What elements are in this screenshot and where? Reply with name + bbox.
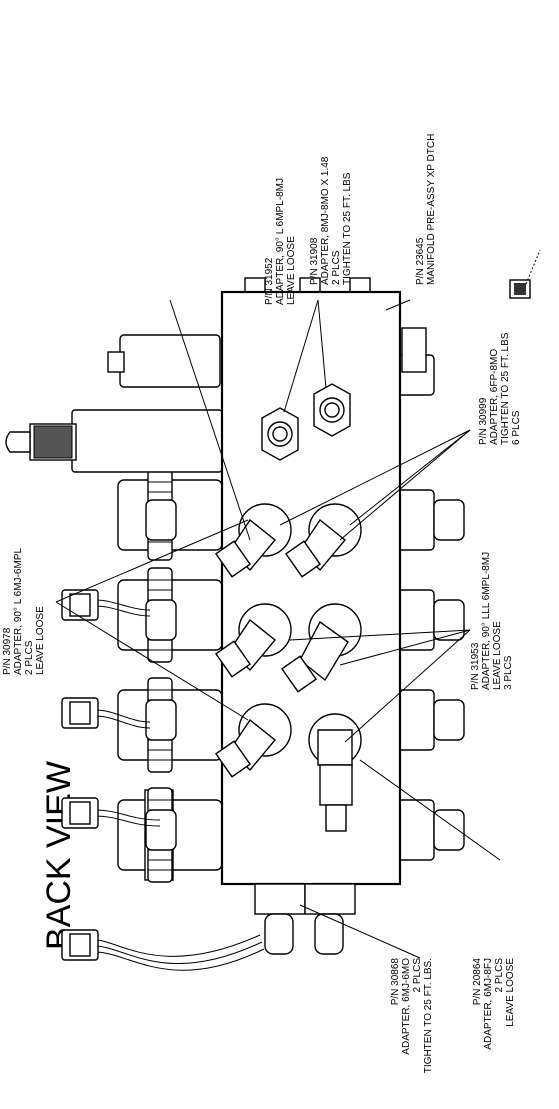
callout-20864: P/N 20864 ADAPTER, 6MJ-8FJ 2 PLCS LEAVE … — [472, 958, 516, 1050]
solenoid-coil-bottom-row — [397, 354, 435, 861]
callout-30999-line-3: TIGHTEN TO 25 FT. LBS — [500, 332, 511, 445]
coil-caps — [145, 499, 465, 851]
callout-31908-line-2: ADAPTER, 8MJ-8MO X 1.48 — [320, 156, 331, 285]
callout-31953: P/N 31953 ADAPTER, 90° LLL 6MPL-8MJ LEAV… — [470, 552, 514, 690]
callout-20864-line-4: LEAVE LOOSE — [505, 958, 516, 1027]
hex-port-1 — [261, 407, 299, 461]
hex-port-2 — [313, 383, 351, 437]
connector-plug-icon — [61, 797, 99, 829]
callout-30999: P/N 30999 ADAPTER, 6FP-8MO TIGHTEN TO 25… — [478, 332, 522, 445]
callout-31908-line-3: 2 PLCS — [331, 250, 342, 285]
callout-30978-line-3: 2 PLCS — [24, 640, 35, 675]
callout-31953-line-3: LEAVE LOOSE — [492, 621, 503, 690]
connector-plug-icon — [61, 589, 99, 621]
end-ports — [254, 883, 356, 955]
callout-30868-line-3: 2 PLCS — [412, 958, 423, 993]
callout-30868: P/N 30868 ADAPTER, 6MJ-6MO 2 PLCS TIGHTE… — [390, 958, 434, 1074]
wire-harness — [94, 599, 265, 971]
drawing-title: BACK VIEW — [40, 761, 78, 950]
callout-30978-line-1: P/N 30978 — [2, 627, 13, 675]
callout-31953-line-2: ADAPTER, 90° LLL 6MPL-8MJ — [481, 552, 492, 690]
adapter-fitting-row3-b — [308, 713, 362, 832]
callout-30999-line-1: P/N 30999 — [478, 397, 489, 445]
callout-30978-line-4: LEAVE LOOSE — [35, 606, 46, 675]
leader-lines — [55, 299, 501, 959]
callout-30999-line-4: 6 PLCS — [511, 410, 522, 445]
callout-23645: P/N 23645 MANIFOLD PRE-ASSY XP DTCH — [415, 134, 437, 285]
callout-23645-line-2: MANIFOLD PRE-ASSY XP DTCH — [426, 134, 437, 285]
callout-31952-line-3: LEAVE LOOSE — [286, 236, 297, 305]
callout-23645-line-1: P/N 23645 — [415, 237, 426, 285]
page-corner-icon — [509, 249, 541, 299]
connector-plug-icon — [61, 697, 99, 729]
callout-30868-line-4: TIGHTEN TO 25 FT. LBS. — [423, 958, 434, 1073]
callout-31908-line-1: P/N 31908 — [309, 237, 320, 285]
solenoid-valve-large — [5, 334, 223, 473]
callout-31908: P/N 31908 ADAPTER, 8MJ-8MO X 1.48 2 PLCS… — [309, 156, 353, 285]
adapter-fitting-row3-a — [214, 703, 292, 778]
callout-30868-line-2: ADAPTER, 6MJ-6MO — [401, 958, 412, 1055]
callout-31908-line-4: TIGHTEN TO 25 FT. LBS — [342, 172, 353, 285]
callout-20864-line-1: P/N 20864 — [472, 958, 483, 1006]
callout-30999-line-2: ADAPTER, 6FP-8MO — [489, 349, 500, 445]
callout-30978: P/N 30978 ADAPTER, 90° L 6MJ-6MPL 2 PLCS… — [2, 548, 46, 675]
callout-20864-line-3: 2 PLCS — [494, 958, 505, 993]
callout-30978-line-2: ADAPTER, 90° L 6MJ-6MPL — [13, 548, 24, 675]
manifold-body — [220, 290, 402, 886]
callout-30868-line-1: P/N 30868 — [390, 958, 401, 1006]
callout-20864-line-2: ADAPTER, 6MJ-8FJ — [483, 958, 494, 1050]
callout-31952-line-2: ADAPTER, 90° L 6MPL-8MJ — [275, 178, 286, 305]
callout-31953-line-1: P/N 31953 — [470, 642, 481, 690]
connector-plug-icon — [61, 929, 99, 961]
callout-31953-line-4: 3 PLCS — [503, 655, 514, 690]
adapter-fitting-row2-b — [280, 603, 362, 693]
callout-31952-line-1: P/N 31952 — [264, 257, 275, 305]
adapter-fitting-row1-b — [284, 503, 362, 578]
callout-31952: P/N 31952 ADAPTER, 90° L 6MPL-8MJ LEAVE … — [264, 178, 297, 305]
adapter-fitting-row1-a — [214, 503, 292, 578]
adapter-fitting-row2-a — [214, 603, 292, 678]
